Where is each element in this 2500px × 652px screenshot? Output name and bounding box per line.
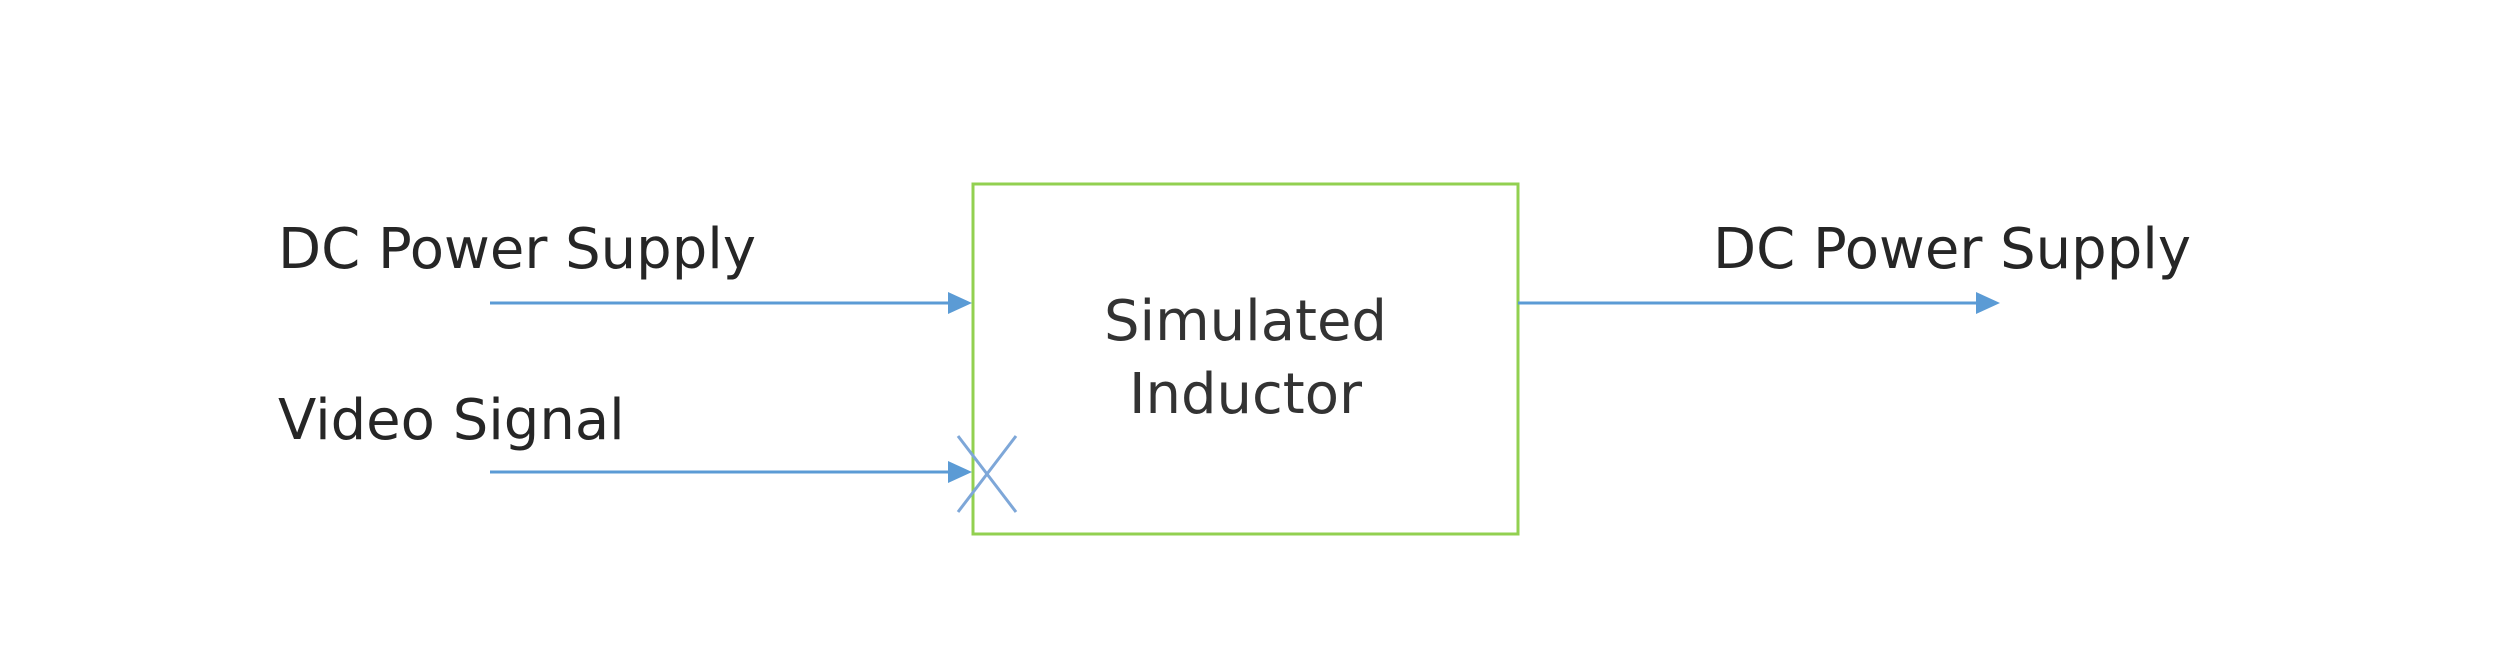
simulated-inductor-block	[971, 182, 1520, 536]
video-signal-label: Video Signal	[278, 388, 625, 453]
dc-output-arrow	[1518, 292, 2000, 314]
block-label-line-1: Simulated	[1104, 289, 1387, 355]
dc-power-supply-output-label: DC Power Supply	[1713, 217, 2191, 282]
simulated-inductor-label: Simulated Inductor	[973, 184, 1518, 534]
blocked-cross-mark	[956, 435, 1018, 513]
video-input-arrow	[490, 461, 972, 483]
block-label-line-2: Inductor	[1128, 362, 1363, 427]
dc-power-supply-input-label: DC Power Supply	[278, 217, 756, 282]
dc-input-arrow	[490, 292, 972, 314]
